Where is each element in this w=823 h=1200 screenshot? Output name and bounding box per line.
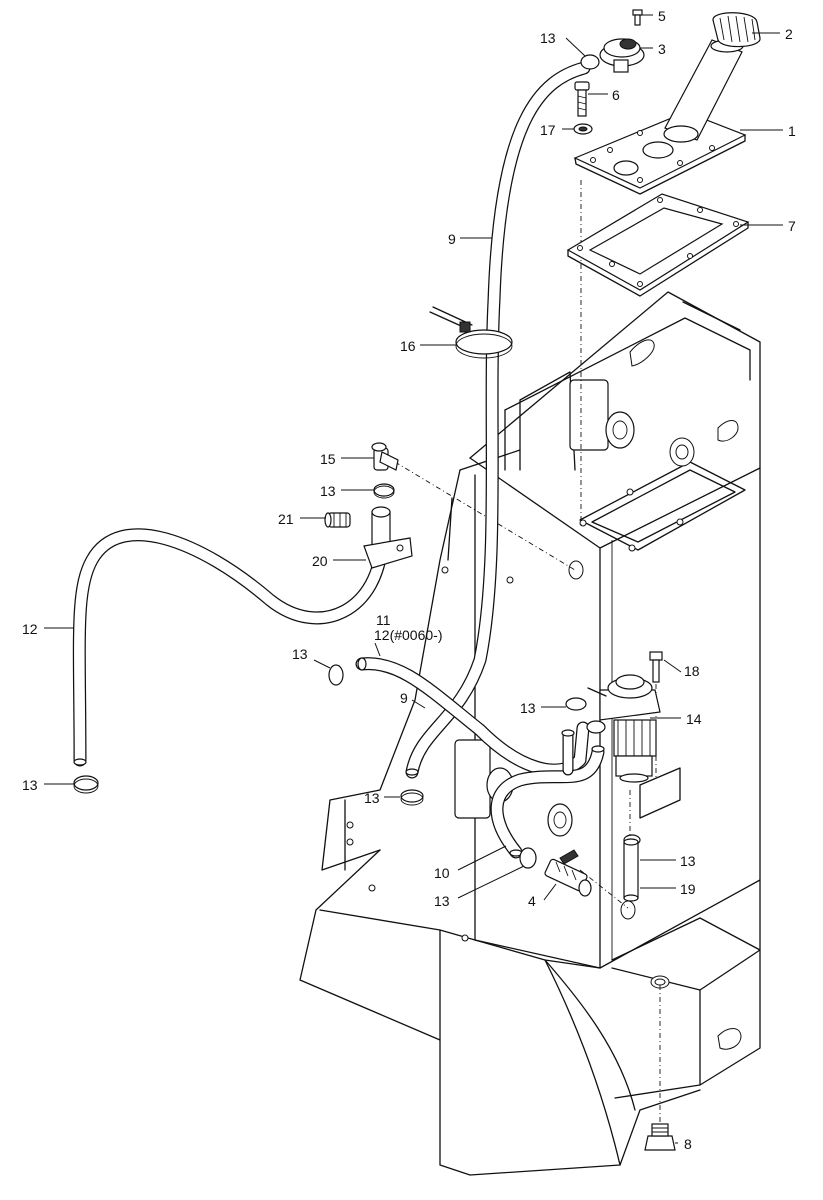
label-16: 16 (400, 338, 416, 354)
label-12-serial: 12(#0060-) (374, 627, 443, 643)
label-8: 8 (684, 1136, 692, 1152)
label-13-d: 13 (22, 777, 38, 793)
label-12-left: 12 (22, 621, 38, 637)
hose-12-return (355, 657, 590, 777)
washer (573, 123, 593, 135)
hose-12-long (72, 528, 389, 767)
label-6: 6 (612, 87, 620, 103)
leader-lines (44, 14, 783, 1144)
hose-9-long (405, 61, 591, 779)
label-15: 15 (320, 451, 336, 467)
label-19: 19 (680, 881, 696, 897)
label-13-b: 13 (320, 483, 336, 499)
label-9-lower: 9 (400, 690, 408, 706)
t-bracket (363, 506, 413, 569)
hose-clip-group (73, 54, 641, 869)
label-13-top: 13 (540, 30, 556, 46)
label-13-g: 13 (680, 853, 696, 869)
label-2: 2 (785, 26, 793, 42)
label-21: 21 (278, 511, 294, 527)
fuel-filter (587, 674, 661, 783)
hose-10 (490, 745, 605, 859)
label-10: 10 (434, 865, 450, 881)
filler-neck (663, 39, 744, 143)
tank-cover-plate (573, 111, 747, 195)
drain-pipe (623, 838, 639, 902)
label-17: 17 (540, 122, 556, 138)
label-9-upper: 9 (448, 231, 456, 247)
screw (632, 9, 643, 26)
label-5: 5 (658, 8, 666, 24)
label-13-c: 13 (292, 646, 308, 662)
part-number-labels: 2 5 3 13 6 17 1 7 9 16 15 13 21 20 12 11… (22, 8, 796, 1152)
connector-fitting (324, 512, 351, 528)
cable-tie (429, 306, 513, 359)
label-4: 4 (528, 893, 536, 909)
label-13-f: 13 (520, 700, 536, 716)
bolt-18 (649, 651, 663, 683)
tank-gasket (566, 193, 750, 297)
label-14: 14 (686, 711, 702, 727)
bolt (574, 81, 590, 117)
label-7: 7 (788, 218, 796, 234)
label-13-h: 13 (434, 893, 450, 909)
elbow-fitting (371, 442, 399, 471)
label-20: 20 (312, 553, 328, 569)
drain-plug (644, 1123, 676, 1151)
filler-cap (712, 12, 761, 48)
label-18: 18 (684, 663, 700, 679)
label-11: 11 (376, 612, 391, 628)
fuel-sender (599, 38, 645, 73)
drain-valve (544, 849, 592, 897)
label-13-e: 13 (364, 790, 380, 806)
label-1: 1 (788, 123, 796, 139)
label-3: 3 (658, 41, 666, 57)
